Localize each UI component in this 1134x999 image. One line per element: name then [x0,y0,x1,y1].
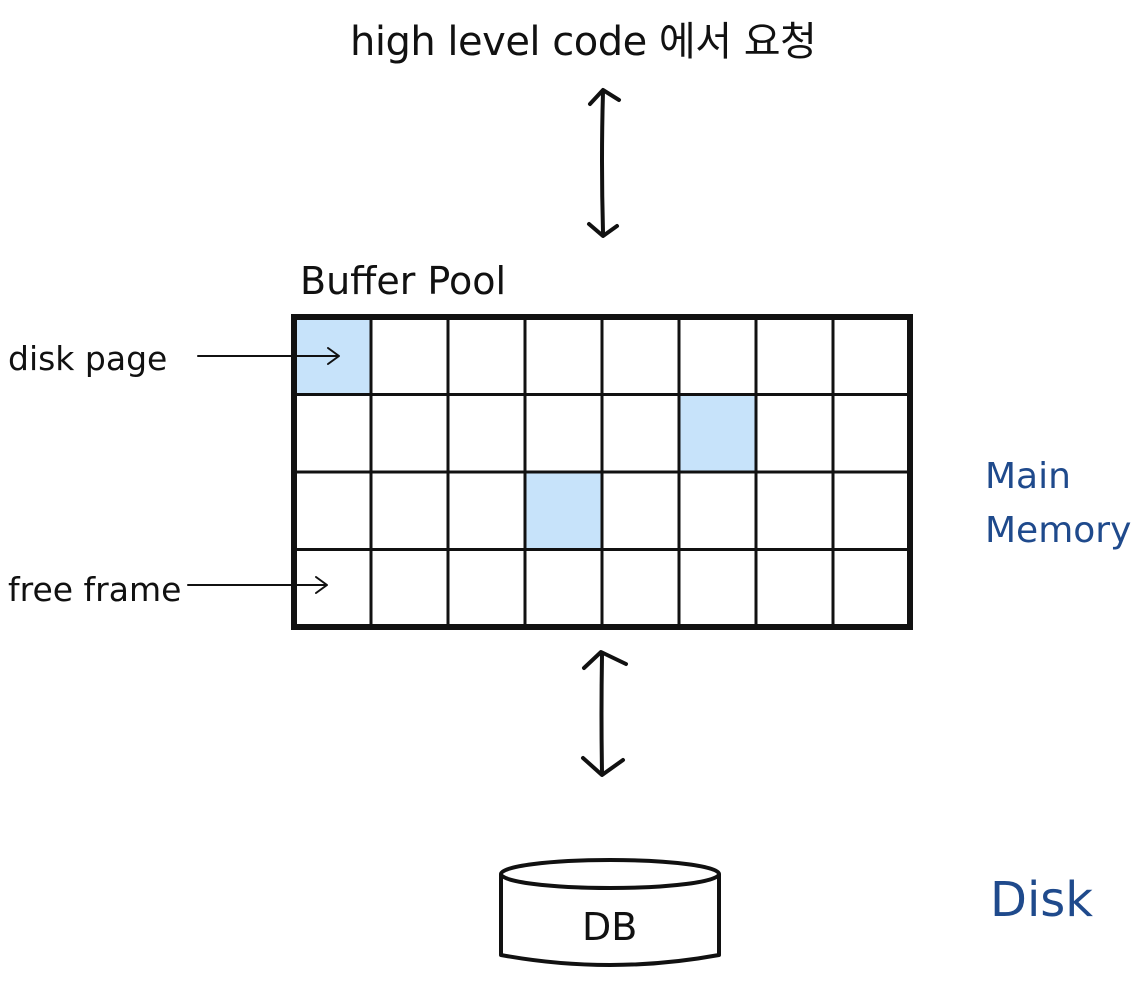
buffer-frame-free [294,472,371,550]
db-label: DB [582,905,638,949]
buffer-frame-free [756,317,833,395]
buffer-frame-free [833,549,910,627]
request-arrow [587,88,621,238]
request-label: high level code 에서 요청 [350,19,817,65]
buffer-frame-free [602,394,679,472]
buffer-frame-free [448,472,525,550]
buffer-frame-free [371,317,448,395]
disk-page-label: disk page [8,339,168,378]
disk-arrow [581,650,628,777]
buffer-frame-free [448,549,525,627]
buffer-pool-title: Buffer Pool [300,259,507,303]
free-frame-arrow [187,576,328,594]
buffer-frame-free [448,317,525,395]
buffer-frame-free [602,549,679,627]
buffer-pool-cells [294,317,910,627]
buffer-frame-free [679,317,756,395]
main-memory-label: Main Memory [985,456,1132,551]
buffer-pool-grid [291,314,913,630]
buffer-frame-free [448,394,525,472]
buffer-frame-free [294,549,371,627]
buffer-frame-free [756,549,833,627]
buffer-frame-free [602,317,679,395]
buffer-frame-free [371,394,448,472]
buffer-frame-free [371,472,448,550]
buffer-frame-free [371,549,448,627]
buffer-frame-free [679,472,756,550]
buffer-frame-occupied [525,472,602,550]
db-cylinder-icon [499,858,721,967]
buffer-frame-free [756,394,833,472]
buffer-frame-free [525,317,602,395]
buffer-frame-free [833,317,910,395]
buffer-frame-occupied [679,394,756,472]
buffer-frame-free [294,394,371,472]
buffer-frame-free [525,394,602,472]
free-frame-label: free frame [8,570,182,609]
buffer-frame-free [525,549,602,627]
disk-page-arrow [197,347,340,365]
buffer-frame-free [602,472,679,550]
buffer-frame-free [679,549,756,627]
buffer-frame-free [756,472,833,550]
buffer-frame-free [833,394,910,472]
buffer-frame-free [833,472,910,550]
disk-label: Disk [990,872,1094,928]
buffer-pool-border [291,314,913,630]
